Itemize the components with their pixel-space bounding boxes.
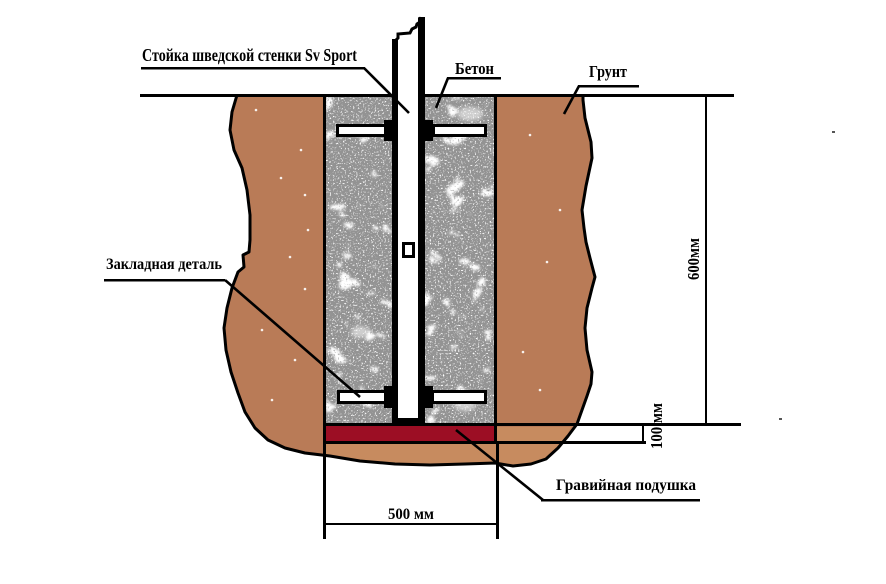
svg-text:Грунт: Грунт [589, 62, 628, 81]
svg-text:Гравийная подушка: Гравийная подушка [556, 477, 696, 494]
svg-text:Стойка шведской стенки Sv Spor: Стойка шведской стенки Sv Sport [142, 45, 357, 65]
svg-text:Закладная деталь: Закладная деталь [106, 256, 222, 273]
svg-text:Бетон: Бетон [455, 59, 494, 78]
svg-text:500 мм: 500 мм [388, 506, 434, 523]
svg-text:100 мм: 100 мм [647, 403, 666, 449]
svg-text:600мм: 600мм [684, 238, 703, 280]
